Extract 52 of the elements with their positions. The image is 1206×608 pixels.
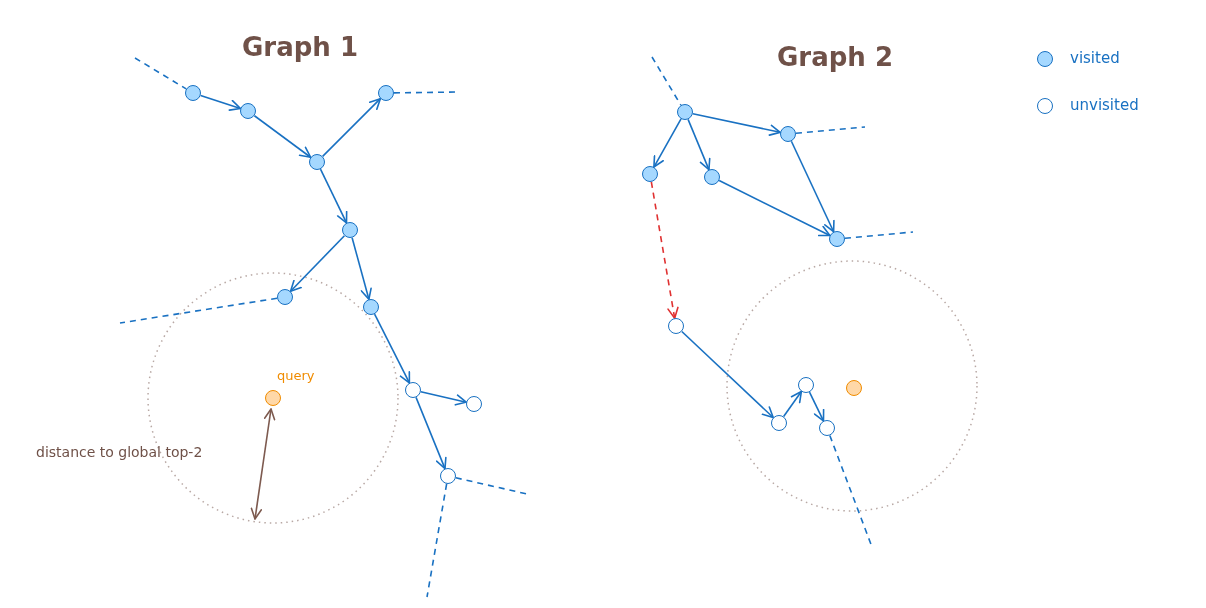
unvisited-node <box>405 382 421 398</box>
query-point <box>846 380 862 396</box>
graph-title: Graph 2 <box>777 42 893 72</box>
arrow <box>420 391 467 406</box>
graph-title: Graph 1 <box>242 32 358 62</box>
unvisited-node <box>771 415 787 431</box>
arrow <box>199 94 242 111</box>
visited-node <box>309 154 325 170</box>
visited-node <box>677 104 693 120</box>
dashed-line <box>119 297 278 324</box>
dashed-line <box>134 57 187 90</box>
arrow <box>415 396 447 470</box>
arrow <box>782 390 803 418</box>
arrow <box>373 313 411 384</box>
arrow <box>687 118 711 171</box>
arrow <box>718 179 831 237</box>
visited-node <box>363 299 379 315</box>
visited-node <box>780 126 796 142</box>
visited-node <box>829 231 845 247</box>
dashed-line <box>455 476 528 495</box>
visited-node <box>342 222 358 238</box>
arrow <box>653 118 682 168</box>
annotation-text: distance to global top-2 <box>36 444 203 460</box>
arrow <box>351 236 372 301</box>
visited-node <box>185 85 201 101</box>
query-point <box>265 390 281 406</box>
dashed-line <box>426 483 448 598</box>
arrow <box>790 140 835 233</box>
visited-node <box>378 85 394 101</box>
arrow <box>681 330 774 419</box>
dashed-arrow <box>650 181 679 319</box>
visited-node <box>277 289 293 305</box>
query-label: query <box>277 368 315 383</box>
visited-node <box>642 166 658 182</box>
unvisited-node <box>798 377 814 393</box>
visited-node <box>240 103 256 119</box>
legend-label: unvisited <box>1070 96 1139 114</box>
dashed-line <box>795 126 866 135</box>
unvisited-node <box>668 318 684 334</box>
unvisited-node <box>466 396 482 412</box>
arrow <box>253 114 312 159</box>
legend-label: visited <box>1070 49 1120 67</box>
arrow <box>289 234 346 293</box>
unvisited-node <box>440 468 456 484</box>
arrow <box>692 112 781 136</box>
dashed-line <box>844 231 914 240</box>
arrow <box>319 168 348 224</box>
visited-node <box>704 169 720 185</box>
arrow <box>321 97 382 158</box>
unvisited-node <box>819 420 835 436</box>
arrow <box>808 391 825 422</box>
dashed-line <box>651 56 682 106</box>
